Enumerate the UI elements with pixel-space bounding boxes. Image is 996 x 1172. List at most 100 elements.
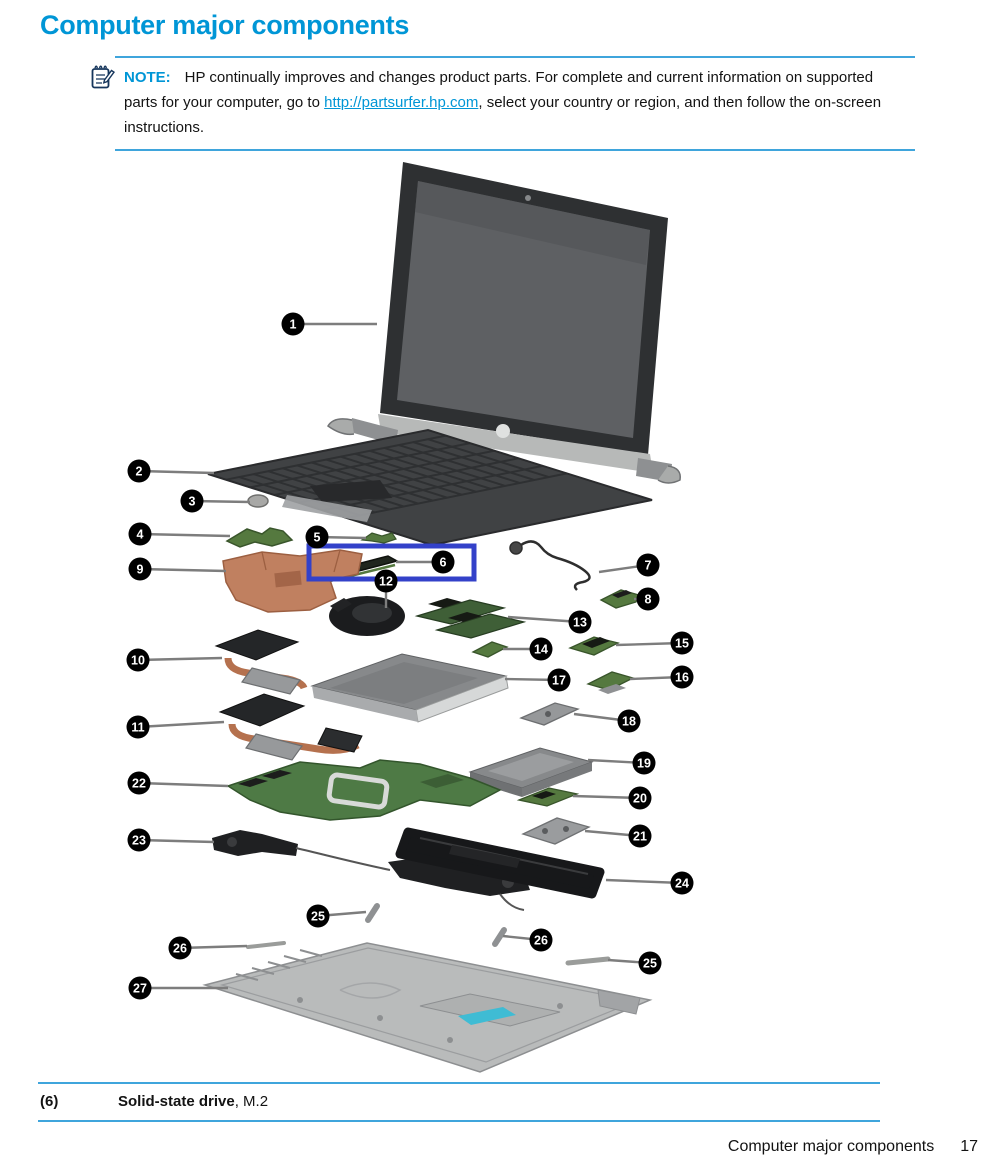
svg-text:20: 20 xyxy=(633,792,647,806)
callout-1: 1 xyxy=(281,312,377,336)
callout-18: 18 xyxy=(573,709,641,733)
callout-14: 14 xyxy=(503,637,553,661)
svg-text:21: 21 xyxy=(633,830,647,844)
page-title: Computer major components xyxy=(40,10,410,40)
part-14 xyxy=(471,641,509,658)
svg-text:5: 5 xyxy=(314,531,321,545)
heat-sink-10 xyxy=(214,629,308,695)
part-4 xyxy=(225,527,294,548)
footer-section: Computer major components xyxy=(727,1138,935,1155)
callout-27: 27 xyxy=(128,976,228,1000)
svg-text:26: 26 xyxy=(173,942,187,956)
svg-text:9: 9 xyxy=(137,563,144,577)
part-15 xyxy=(568,636,620,656)
speakers xyxy=(212,830,530,911)
note-paragraph: NOTE:HP continually improves and changes… xyxy=(124,65,909,140)
callout-24: 24 xyxy=(605,871,694,895)
svg-text:14: 14 xyxy=(534,643,548,657)
note-label: NOTE: xyxy=(124,69,171,86)
callout-26: 26 xyxy=(168,936,248,960)
part-25-right xyxy=(565,956,611,966)
part-name-bold: Solid-state drive xyxy=(118,1093,235,1110)
page-footer: Computer major components 17 xyxy=(728,1138,978,1156)
callout-26: 26 xyxy=(502,928,553,952)
callout-10: 10 xyxy=(126,648,223,672)
part-18 xyxy=(519,702,580,726)
part-26-left xyxy=(246,941,286,949)
part-5 xyxy=(360,532,397,544)
callout-8: 8 xyxy=(634,587,660,611)
svg-text:27: 27 xyxy=(133,982,147,996)
parts-table: (6) Solid-state drive, M.2 xyxy=(38,1082,880,1122)
svg-text:3: 3 xyxy=(189,495,196,509)
part-ref: (6) xyxy=(40,1093,59,1110)
fan xyxy=(329,596,405,636)
callout-17: 17 xyxy=(504,668,571,692)
svg-text:23: 23 xyxy=(132,834,146,848)
callout-19: 19 xyxy=(587,751,656,775)
callout-9: 9 xyxy=(128,557,227,581)
svg-text:24: 24 xyxy=(675,877,689,891)
callout-21: 21 xyxy=(584,824,652,848)
hard-drive xyxy=(468,747,594,797)
note-icon xyxy=(91,65,115,89)
svg-text:4: 4 xyxy=(137,528,144,542)
callout-6: 6 xyxy=(396,550,455,574)
optical-drive xyxy=(310,653,509,723)
part-name-detail: , M.2 xyxy=(234,1093,269,1110)
svg-text:22: 22 xyxy=(132,777,146,791)
callout-11: 11 xyxy=(126,715,225,739)
note-block: NOTE:HP continually improves and changes… xyxy=(115,56,915,151)
battery xyxy=(395,827,605,899)
system-board xyxy=(226,759,502,821)
callout-20: 20 xyxy=(572,786,652,810)
part-20 xyxy=(516,787,580,807)
copper-shield xyxy=(222,549,363,613)
callout-5: 5 xyxy=(305,525,367,549)
callout-13: 13 xyxy=(507,610,592,634)
svg-text:2: 2 xyxy=(136,465,143,479)
svg-text:15: 15 xyxy=(675,637,689,651)
part-16 xyxy=(586,671,635,694)
svg-text:7: 7 xyxy=(645,559,652,573)
display-assembly xyxy=(327,162,681,484)
svg-text:25: 25 xyxy=(643,957,657,971)
svg-text:13: 13 xyxy=(573,616,587,630)
part-3 xyxy=(247,494,269,508)
part-21 xyxy=(521,817,591,845)
callout-4: 4 xyxy=(128,522,231,546)
svg-text:17: 17 xyxy=(552,674,566,688)
callout-22: 22 xyxy=(127,771,229,795)
callout-25: 25 xyxy=(306,904,367,928)
power-connector-cable xyxy=(509,540,591,591)
svg-text:12: 12 xyxy=(379,575,393,589)
bottom-case xyxy=(202,942,653,1073)
callout-23: 23 xyxy=(127,828,215,852)
part-25-left xyxy=(365,903,380,923)
callout-12: 12 xyxy=(374,569,398,608)
memory-modules xyxy=(414,598,527,639)
callout-25: 25 xyxy=(607,951,662,975)
note-text-1: HP continually improves and changes prod… xyxy=(124,69,874,111)
callout-2: 2 xyxy=(127,459,215,483)
callout-15: 15 xyxy=(615,631,694,655)
keyboard-top-cover xyxy=(207,428,653,547)
part-name: Solid-state drive, M.2 xyxy=(118,1093,268,1110)
svg-text:10: 10 xyxy=(131,654,145,668)
partsurfer-link[interactable]: http://partsurfer.hp.com xyxy=(324,94,479,111)
svg-text:8: 8 xyxy=(645,593,652,607)
svg-text:18: 18 xyxy=(622,715,636,729)
footer-page-number: 17 xyxy=(960,1138,978,1155)
part-8 xyxy=(599,589,640,609)
heat-sink-11 xyxy=(218,693,363,761)
callout-3: 3 xyxy=(180,489,251,513)
svg-text:26: 26 xyxy=(534,934,548,948)
svg-text:1: 1 xyxy=(290,318,297,332)
svg-text:11: 11 xyxy=(131,721,144,735)
part-26-right xyxy=(492,927,507,947)
svg-text:25: 25 xyxy=(311,910,325,924)
callout-16: 16 xyxy=(629,665,694,689)
